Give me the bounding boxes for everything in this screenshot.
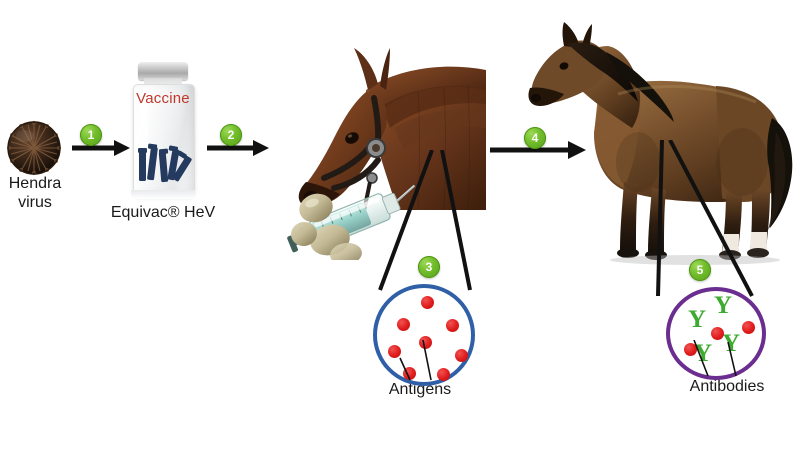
antibody-magnifier: Y Y Y Y — [666, 287, 766, 380]
antigen-callout-cone — [378, 150, 472, 291]
syringe-illustration — [287, 184, 416, 266]
vial-highlight — [140, 91, 148, 183]
antigens-label: Antigens — [388, 381, 452, 398]
chestnut-horse-head-profile — [248, 32, 488, 212]
antibodies-label: Antibodies — [689, 378, 765, 395]
antigen-dot — [388, 345, 401, 358]
horse-head-illustration — [298, 48, 486, 211]
hendra-virus-label: Hendra virus — [0, 174, 70, 212]
arrow-step-4 — [490, 141, 586, 159]
vaccine-product-label: Equivac® HeV — [110, 204, 216, 221]
step-badge-2: 2 — [220, 124, 242, 146]
antibody-callout-cone — [656, 140, 754, 297]
hendra-virus-label-line1: Hendra — [8, 175, 62, 192]
hendra-virus-particle — [6, 120, 62, 176]
vaccine-vial-text: Vaccine — [136, 90, 190, 107]
vial-body — [133, 84, 195, 196]
antigen-dot — [711, 327, 724, 340]
vial-base — [131, 190, 195, 199]
hendra-virus-label-line2: virus — [18, 194, 52, 211]
arrow-step-2 — [207, 140, 269, 156]
antigen-dot — [446, 319, 459, 332]
syringe-in-gloved-hand — [286, 178, 416, 266]
antibody-leader-lines — [693, 340, 737, 377]
step-badge-1: 1 — [80, 124, 102, 146]
antigen-magnifier — [373, 284, 475, 386]
arrow-step-1 — [72, 140, 130, 156]
antibody-y-shape: Y — [714, 292, 733, 319]
antigen-dot — [455, 349, 468, 362]
antigen-leader-lines — [399, 340, 432, 381]
vial-cap — [138, 62, 188, 80]
bay-horse-standing-profile — [520, 22, 800, 272]
antigen-dot — [419, 336, 432, 349]
virus-particle-icon — [7, 120, 61, 176]
step-badge-4: 4 — [524, 127, 546, 149]
antibody-y-shape: Y — [688, 306, 707, 333]
step-badge-3: 3 — [418, 256, 440, 278]
antigen-dot — [437, 368, 450, 381]
antigen-dot — [397, 318, 410, 331]
antigen-dot — [742, 321, 755, 334]
vial-cluster-graphic — [138, 143, 192, 183]
antigen-dot — [684, 343, 697, 356]
bay-horse-illustration — [528, 22, 793, 265]
antigen-dot — [421, 296, 434, 309]
step-badge-5: 5 — [689, 259, 711, 281]
antibody-y-shape: Y — [722, 330, 741, 357]
equivac-hev-vial: Vaccine — [131, 62, 195, 202]
antibody-y-shape: Y — [694, 340, 713, 367]
vial-neck — [144, 78, 182, 86]
